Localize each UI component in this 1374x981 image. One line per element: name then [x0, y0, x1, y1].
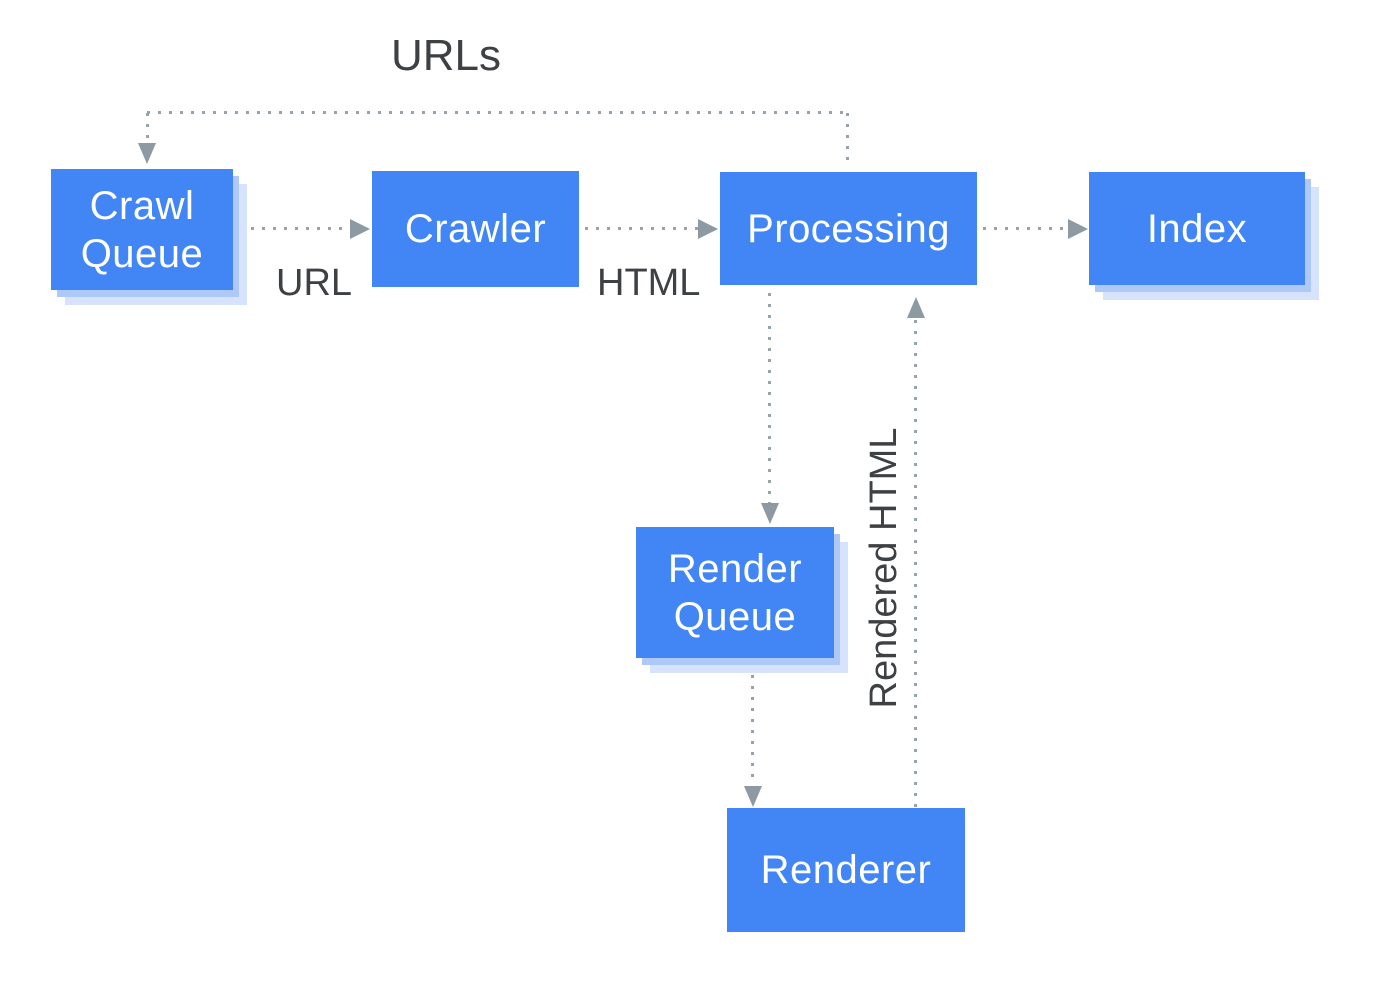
node-processing: Processing: [720, 172, 977, 285]
node-crawl-queue-label: Crawl Queue: [51, 169, 233, 290]
arrowhead-into-renderqueue: [761, 503, 779, 524]
node-crawler: Crawler: [372, 171, 579, 287]
node-processing-label: Processing: [720, 172, 977, 285]
arrowhead-into-crawlqueue: [138, 143, 156, 164]
node-render-queue: Render Queue: [636, 527, 848, 673]
node-render-queue-label: Render Queue: [636, 527, 834, 658]
node-crawler-label: Crawler: [372, 171, 579, 287]
connector-renderer-to-processing: [914, 320, 917, 808]
connector-crawlqueue-to-crawler: [240, 227, 352, 230]
edge-label-html: HTML: [597, 262, 701, 304]
node-renderer-label: Renderer: [727, 808, 965, 932]
arrowhead-into-crawler: [350, 219, 370, 239]
connector-processing-to-crawlqueue-up-segment: [846, 113, 849, 167]
edge-label-urls: URLs: [391, 31, 502, 80]
connector-crawler-to-processing: [585, 227, 698, 230]
connector-renderqueue-to-renderer: [751, 664, 754, 784]
edge-label-rendered-html: Rendered HTML: [863, 427, 905, 709]
connector-processing-to-crawlqueue-down-segment: [146, 113, 149, 143]
connector-processing-to-renderqueue: [768, 293, 771, 503]
arrowhead-into-processing-bottom: [907, 297, 925, 318]
connector-processing-to-index: [983, 227, 1068, 230]
arrowhead-into-renderer: [744, 786, 762, 807]
edge-label-url: URL: [276, 262, 353, 304]
node-crawl-queue: Crawl Queue: [51, 169, 247, 305]
arrowhead-into-processing-left: [698, 219, 718, 239]
connector-processing-to-crawlqueue-top-segment: [147, 111, 849, 114]
arrowhead-into-index: [1068, 219, 1088, 239]
node-index-label: Index: [1089, 172, 1305, 285]
node-renderer: Renderer: [727, 808, 965, 932]
node-index: Index: [1089, 172, 1319, 300]
